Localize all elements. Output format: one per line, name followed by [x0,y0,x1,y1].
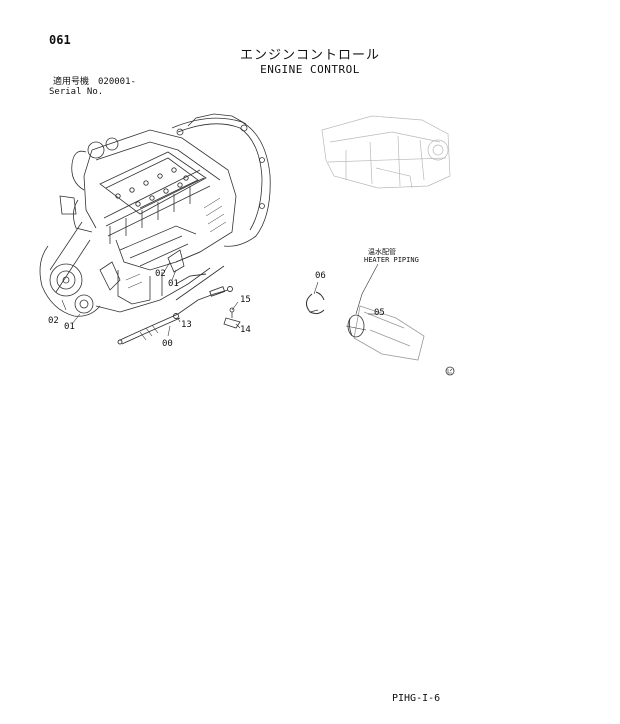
leader-lines [61,261,380,337]
heater-note-english: HEATER PIPING [364,256,419,264]
part-label-02: 02 [48,316,59,326]
heater-note-japanese: 温水配管 [368,248,396,256]
page-number: 061 [49,33,71,47]
part-label-01: 01 [168,279,179,289]
part-label-06: 06 [315,271,326,281]
heater-piping [345,305,425,361]
engine-assembly [39,113,271,317]
clevis-bracket [223,307,241,329]
circled-symbol-icon [445,366,455,376]
part-label-01: 01 [64,322,75,332]
title-english: ENGINE CONTROL [260,63,360,76]
part-label-00: 00 [162,339,173,349]
part-label-13: 13 [181,320,192,330]
part-label-05: 05 [374,308,385,318]
serial-value: 020001- [98,77,136,87]
hose-clamp [306,291,325,315]
background-components [321,115,451,189]
footer-code: PIHG-I-6 [392,693,441,704]
title-japanese: エンジンコントロール [239,48,380,63]
throttle-cable [117,265,233,345]
serial-label-english: Serial No. [49,87,104,97]
part-label-14: 14 [240,325,251,335]
part-label-02: 02 [155,269,166,279]
serial-label-japanese: 適用号機 [53,77,90,87]
part-label-15: 15 [240,295,251,305]
